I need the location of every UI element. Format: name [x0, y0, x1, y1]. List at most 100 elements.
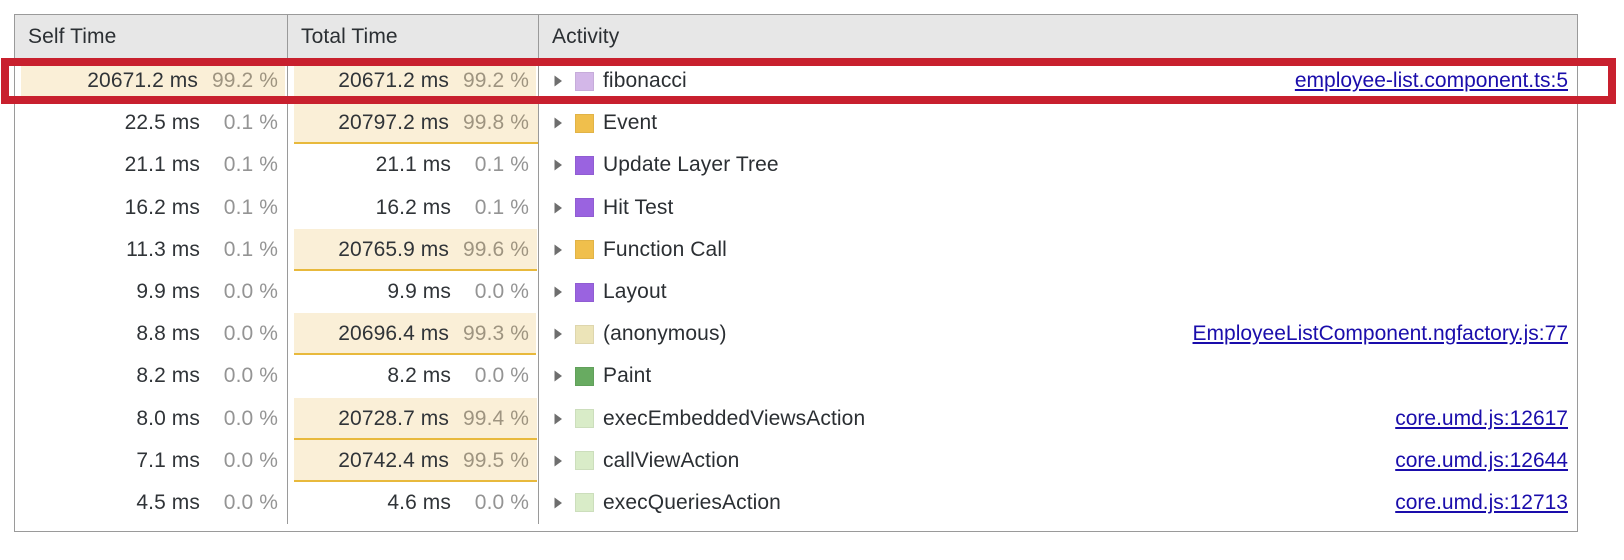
- cell-self-time: 21.1 ms 0.1 %: [15, 144, 288, 187]
- triangle-right-icon[interactable]: [551, 412, 565, 426]
- percentage-value: 99.3 %: [463, 322, 529, 346]
- activity-color-swatch: [575, 409, 594, 429]
- percentage-value: 0.1 %: [223, 195, 278, 219]
- duration-value: 4.6 ms: [387, 490, 451, 514]
- source-link[interactable]: employee-list.component.ts:5: [1294, 69, 1568, 93]
- activity-color-swatch: [575, 240, 594, 260]
- triangle-right-icon[interactable]: [551, 327, 565, 341]
- activity-label: Layout: [603, 280, 667, 304]
- percentage-value: 0.1 %: [223, 153, 278, 177]
- duration-value: 20671.2 ms: [338, 69, 450, 93]
- triangle-right-icon[interactable]: [551, 243, 565, 257]
- percentage-value: 0.0 %: [223, 322, 278, 346]
- percentage-value: 99.2 %: [212, 69, 278, 93]
- source-link[interactable]: EmployeeListComponent.ngfactory.js:77: [1192, 322, 1568, 346]
- activity-label: fibonacci: [603, 69, 687, 93]
- cell-self-time: 16.2 ms 0.1 %: [15, 186, 288, 229]
- cell-activity: Layout: [539, 271, 1577, 313]
- duration-value: 16.2 ms: [124, 195, 200, 219]
- cell-total-time: 20765.9 ms 99.6 %: [288, 228, 539, 271]
- duration-value: 4.5 ms: [136, 490, 200, 514]
- percentage-value: 99.6 %: [463, 237, 529, 261]
- activity-color-swatch: [575, 113, 594, 133]
- triangle-right-icon[interactable]: [551, 454, 565, 468]
- duration-value: 8.8 ms: [136, 322, 200, 346]
- percentage-bar: [294, 228, 538, 271]
- percentage-value: 0.0 %: [223, 280, 278, 304]
- column-header-total-time[interactable]: Total Time: [288, 15, 539, 59]
- activity-color-swatch: [575, 451, 594, 471]
- percentage-value: 0.0 %: [223, 406, 278, 430]
- triangle-right-icon[interactable]: [551, 285, 565, 299]
- duration-value: 20797.2 ms: [338, 111, 450, 135]
- percentage-value: 0.0 %: [223, 448, 278, 472]
- triangle-right-icon[interactable]: [551, 496, 565, 510]
- activity-label: Event: [603, 111, 658, 135]
- cell-activity: Hit Test: [539, 187, 1577, 229]
- duration-value: 20765.9 ms: [338, 237, 450, 261]
- duration-value: 8.2 ms: [387, 364, 451, 388]
- source-link[interactable]: core.umd.js:12713: [1395, 490, 1568, 514]
- duration-value: 21.1 ms: [124, 153, 200, 177]
- percentage-value: 0.0 %: [474, 490, 529, 514]
- cell-self-time: 8.8 ms 0.0 %: [15, 313, 288, 356]
- cell-activity: Paint: [539, 355, 1577, 397]
- percentage-bar: [294, 439, 537, 482]
- percentage-bar: [294, 102, 538, 145]
- activity-color-swatch: [575, 71, 594, 91]
- source-link[interactable]: core.umd.js:12617: [1395, 406, 1568, 430]
- percentage-bar: [294, 60, 537, 103]
- cell-activity: (anonymous)EmployeeListComponent.ngfacto…: [539, 313, 1577, 355]
- triangle-right-icon[interactable]: [551, 369, 565, 383]
- triangle-right-icon[interactable]: [551, 116, 565, 130]
- percentage-value: 99.5 %: [463, 448, 529, 472]
- source-link[interactable]: core.umd.js:12644: [1395, 448, 1568, 472]
- activity-label: Hit Test: [603, 195, 674, 219]
- percentage-bar: [294, 397, 537, 440]
- cell-total-time: 8.2 ms 0.0 %: [288, 355, 539, 398]
- triangle-right-icon[interactable]: [551, 158, 565, 172]
- activity-color-swatch: [575, 282, 594, 302]
- column-header-activity[interactable]: Activity: [552, 25, 620, 48]
- activity-color-swatch: [575, 366, 594, 386]
- duration-value: 9.9 ms: [387, 280, 451, 304]
- activity-label: Update Layer Tree: [603, 153, 779, 177]
- percentage-value: 0.1 %: [223, 111, 278, 135]
- percentage-value: 0.0 %: [474, 364, 529, 388]
- triangle-right-icon[interactable]: [551, 74, 565, 88]
- percentage-value: 0.0 %: [223, 490, 278, 514]
- percentage-value: 99.4 %: [463, 406, 529, 430]
- activity-label: callViewAction: [603, 448, 740, 472]
- performance-table: Self Time Total Time Activity 20671.2 ms…: [14, 14, 1578, 532]
- column-header-self-time[interactable]: Self Time: [15, 15, 288, 59]
- activity-label: Function Call: [603, 237, 727, 261]
- duration-value: 16.2 ms: [375, 195, 451, 219]
- triangle-right-icon[interactable]: [551, 201, 565, 215]
